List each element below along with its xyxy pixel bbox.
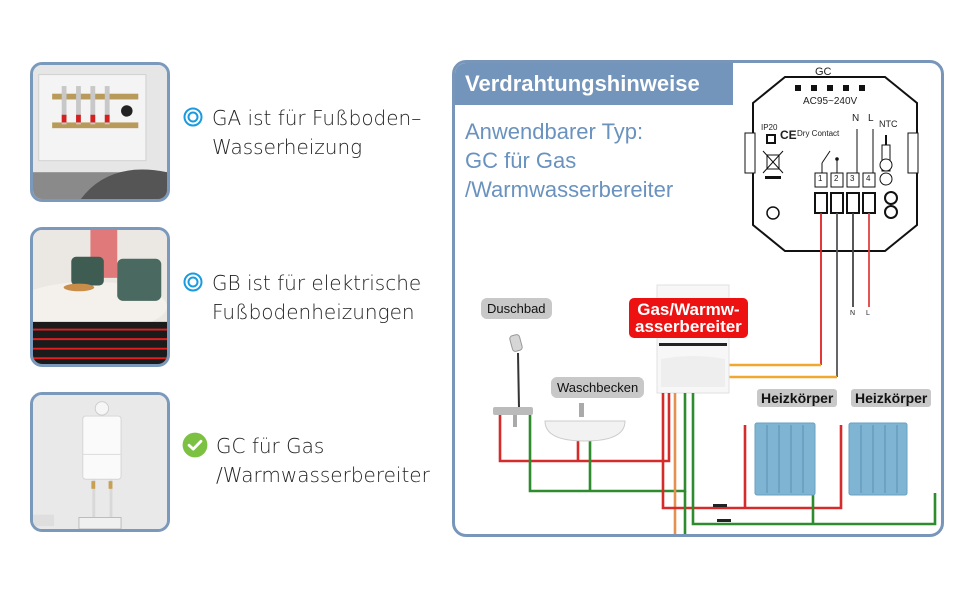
option-gc-line-1: GC für Gas bbox=[216, 434, 325, 458]
option-ga: GA ist für Fußboden– Wasserheizung bbox=[182, 104, 421, 162]
applicable-type: Anwendbarer Typ: GC für Gas /Warmwasserb… bbox=[465, 117, 673, 204]
wiring-title: Verdrahtungshinweise bbox=[455, 63, 733, 105]
dry-contact-label: Dry Contact bbox=[797, 129, 840, 138]
boiler-illustration bbox=[33, 395, 167, 529]
ga-thumbnail-image bbox=[30, 62, 170, 202]
terminal-4: 4 bbox=[866, 174, 871, 183]
wiring-diagram-panel: Verdrahtungshinweise Anwendbarer Typ: GC… bbox=[452, 60, 944, 537]
option-gc-line-2: /Warmwasserbereiter bbox=[216, 463, 430, 487]
flow-arrows bbox=[713, 504, 731, 522]
thermostat-backplate bbox=[744, 76, 919, 252]
option-ga-text: GA ist für Fußboden– Wasserheizung bbox=[212, 104, 421, 162]
wiring-diagram bbox=[493, 76, 937, 534]
option-gc-text: GC für Gas /Warmwasserbereiter bbox=[216, 432, 430, 490]
option-gb: GB ist für elektrische Fußbodenheizungen bbox=[182, 269, 421, 327]
ce-mark: CE bbox=[780, 128, 797, 142]
check-circle-icon bbox=[182, 432, 208, 458]
shower bbox=[493, 334, 533, 427]
terminal-l-label: L bbox=[868, 113, 874, 124]
sink-label: Waschbecken bbox=[551, 377, 645, 398]
ring-icon bbox=[183, 107, 203, 127]
option-gb-text: GB ist für elektrische Fußbodenheizungen bbox=[212, 269, 421, 327]
sink bbox=[544, 403, 626, 442]
water-heater-label-line-2: asserbereiter bbox=[635, 317, 742, 336]
room-illustration bbox=[33, 230, 167, 364]
option-gc: GC für Gas /Warmwasserbereiter bbox=[182, 432, 430, 490]
thermostat-model: GC bbox=[815, 66, 832, 78]
radiator-1-label: Heizkörper bbox=[757, 389, 838, 407]
option-ga-line-2: Wasserheizung bbox=[212, 135, 363, 159]
option-gb-line-1: GB ist für elektrische bbox=[212, 271, 422, 295]
weee-bin-icon bbox=[762, 150, 784, 179]
radiator-2 bbox=[848, 422, 908, 496]
terminal-1: 1 bbox=[818, 174, 823, 183]
terminal-n-label: N bbox=[852, 113, 860, 124]
water-heater-label: Gas/Warmw- asserbereiter bbox=[629, 298, 748, 338]
manifold-illustration bbox=[33, 65, 167, 199]
wire-end-n: N bbox=[850, 310, 856, 317]
water-heater-label-line-1: Gas/Warmw- bbox=[637, 300, 740, 319]
applicable-type-line-3: /Warmwasserbereiter bbox=[465, 177, 674, 202]
terminal-2: 2 bbox=[834, 174, 839, 183]
ntc-label: NTC bbox=[879, 119, 898, 129]
gb-thumbnail-image bbox=[30, 227, 170, 367]
applicable-type-line-1: Anwendbarer Typ: bbox=[465, 119, 644, 144]
wire-end-l: L bbox=[866, 310, 870, 317]
thermostat-voltage: AC95~240V bbox=[803, 96, 858, 107]
terminal-3: 3 bbox=[850, 174, 855, 183]
shower-label: Duschbad bbox=[481, 298, 552, 319]
radiator-2-label: Heizkörper bbox=[851, 389, 932, 407]
radiator-1 bbox=[754, 422, 816, 496]
option-gb-line-2: Fußbodenheizungen bbox=[212, 300, 415, 324]
option-ga-line-1: GA ist für Fußboden– bbox=[212, 106, 422, 130]
gc-thumbnail-image bbox=[30, 392, 170, 532]
ring-icon bbox=[183, 272, 203, 292]
applicable-type-line-2: GC für Gas bbox=[465, 148, 577, 173]
ip-rating: IP20 bbox=[761, 123, 778, 132]
